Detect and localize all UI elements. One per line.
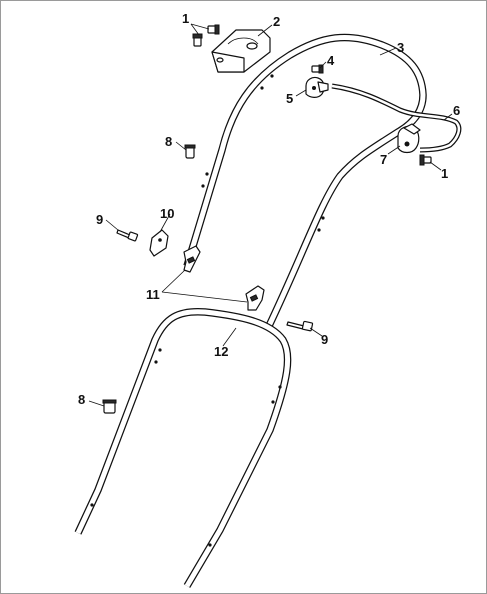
lower-handle <box>74 307 292 588</box>
switch-box <box>211 29 271 73</box>
spacer-8-lower <box>102 399 117 414</box>
screw-top-right <box>207 24 220 35</box>
callout-9-left: 9 <box>96 212 103 227</box>
callout-7: 7 <box>380 152 387 167</box>
callouts: 1 2 3 4 5 6 7 1 8 9 10 11 9 12 8 <box>78 11 460 407</box>
callout-2: 2 <box>273 14 280 29</box>
bolt-9-right <box>286 320 314 332</box>
callout-1-right: 1 <box>441 166 448 181</box>
cable-clip-5 <box>305 76 329 98</box>
callout-11: 11 <box>146 287 160 302</box>
bolt-9-left <box>116 229 139 242</box>
callout-4: 4 <box>327 53 335 68</box>
screw-top-left <box>192 33 203 47</box>
callout-10: 10 <box>160 206 174 221</box>
callout-3: 3 <box>397 40 404 55</box>
spacer-8-upper <box>184 144 196 159</box>
cable-clamp-7 <box>397 123 421 154</box>
upper-handle <box>183 33 427 330</box>
screw-4 <box>311 64 324 74</box>
callout-12: 12 <box>214 344 228 359</box>
handle-knob-11-lower <box>245 285 265 311</box>
leader-lines <box>88 23 453 407</box>
callout-1-top: 1 <box>182 11 189 26</box>
callout-9-right: 9 <box>321 332 328 347</box>
handle-knob-11-upper <box>183 245 201 273</box>
bracket-10 <box>149 229 169 257</box>
control-cable <box>331 83 462 153</box>
callout-5: 5 <box>286 91 293 106</box>
callout-8-upper: 8 <box>165 134 172 149</box>
callout-8-lower: 8 <box>78 392 85 407</box>
callout-6: 6 <box>453 103 460 118</box>
screw-right <box>419 154 432 166</box>
